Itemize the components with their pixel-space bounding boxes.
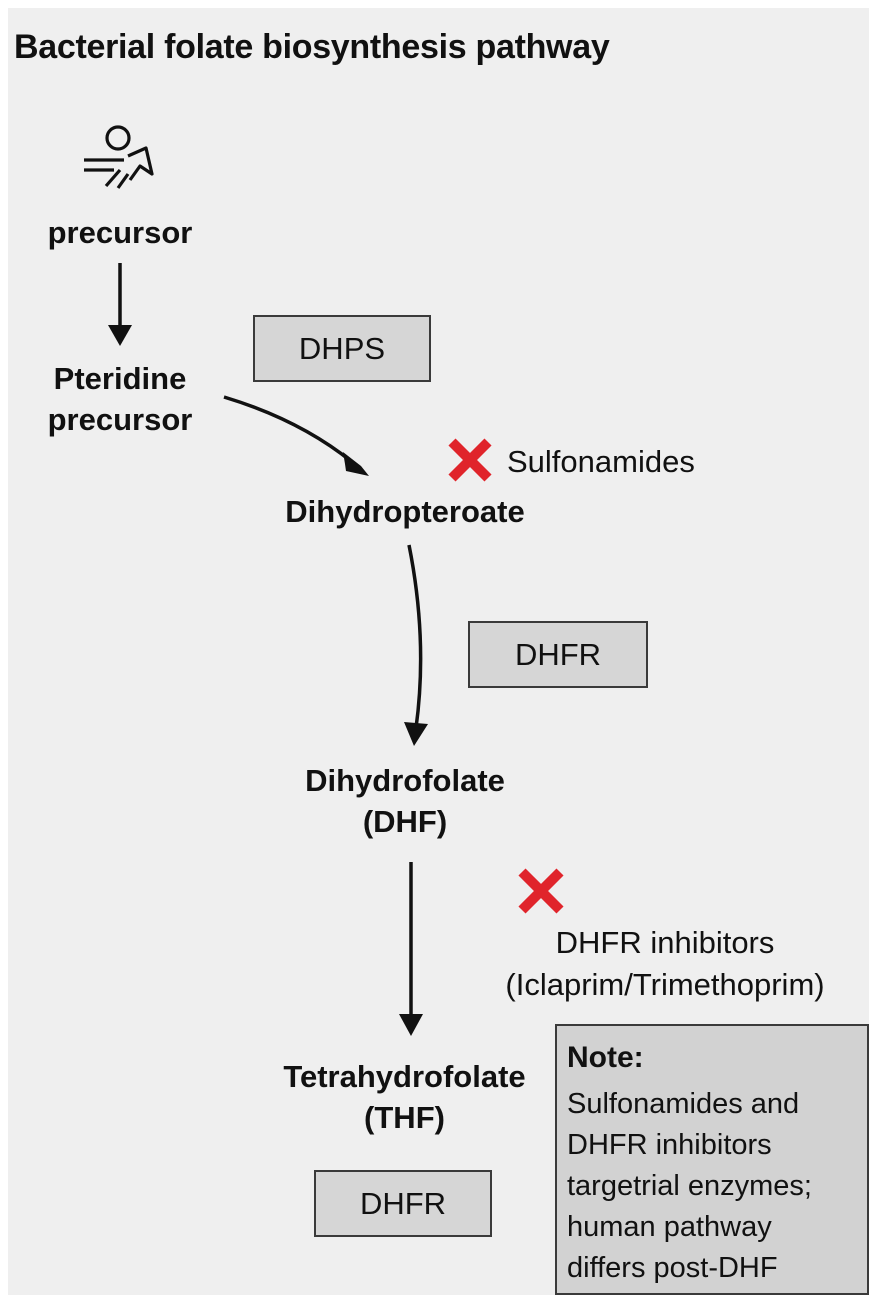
node-pteridine-precursor: Pteridine precursor [20, 358, 220, 440]
note-body: Sulfonamides and DHFR inhibitors targetr… [567, 1084, 857, 1289]
running-person-icon [84, 125, 154, 189]
node-thf-line1: Tetrahydrofolate [283, 1059, 526, 1094]
note-line: differs post-DHF [567, 1252, 778, 1284]
note-line: Sulfonamides and [567, 1088, 800, 1120]
note-line: targetrial enzymes; [567, 1170, 812, 1202]
enzyme-dhps-box: DHPS [253, 315, 431, 382]
node-dhf-line1: Dihydrofolate [305, 763, 505, 798]
enzyme-dhfr-lower-box: DHFR [314, 1170, 492, 1237]
inhibitor-dhfr: DHFR inhibitors (Iclaprim/Trimethoprim) [470, 922, 860, 1006]
node-precursor: precursor [47, 215, 193, 250]
node-pteridine-line1: Pteridine [53, 361, 187, 396]
note-box: Note: Sulfonamides and DHFR inhibitors t… [555, 1024, 869, 1295]
arrow-pteridine-to-dihydropteroate [223, 395, 369, 476]
note-line: human pathway [567, 1211, 772, 1243]
inhibitor-sulfonamides: Sulfonamides [507, 444, 695, 479]
arrow-precursor-to-pteridine [108, 263, 132, 346]
enzyme-dhfr-upper-box: DHFR [468, 621, 648, 688]
note-title: Note: [567, 1041, 644, 1074]
arrow-dihydropteroate-to-dhf [404, 544, 428, 746]
node-dihydropteroate: Dihydropteroate [285, 494, 525, 529]
x-mark-icon [518, 868, 564, 914]
x-mark-icon [448, 438, 492, 482]
node-dhf-line2: (DHF) [362, 804, 448, 839]
diagram-title: Bacterial folate biosynthesis pathway [14, 28, 610, 66]
node-pteridine-line2: precursor [47, 402, 193, 437]
node-dihydrofolate: Dihydrofolate (DHF) [270, 760, 540, 842]
inhibitor-dhfr-line1: DHFR inhibitors [555, 925, 775, 960]
node-tetrahydrofolate: Tetrahydrofolate (THF) [262, 1056, 547, 1138]
note-line: DHFR inhibitors [567, 1129, 772, 1161]
inhibitor-dhfr-line2: (Iclaprim/Trimethoprim) [505, 967, 825, 1002]
node-thf-line2: (THF) [364, 1100, 445, 1135]
arrow-dhf-to-thf [399, 862, 423, 1036]
